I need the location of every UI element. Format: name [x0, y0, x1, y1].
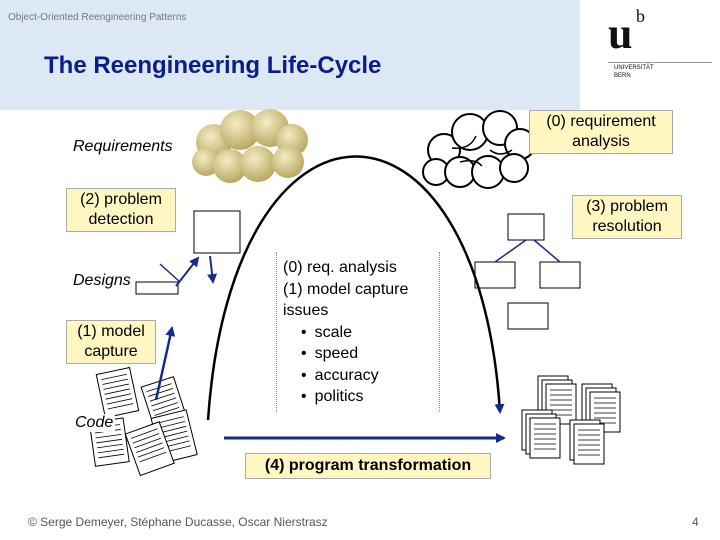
- logo-letter: u: [608, 9, 633, 58]
- issues-heading: issues: [283, 302, 329, 319]
- issues-list: scale speed accuracy politics: [283, 322, 439, 408]
- target-code-icon: [521, 375, 621, 465]
- model-capture-box: (1) model capture: [66, 320, 156, 364]
- problem-detection-box: (2) problem detection: [66, 188, 176, 232]
- page-number: 4: [692, 515, 699, 529]
- university-logo: [580, 0, 720, 110]
- legacy-design-icon: [135, 210, 241, 295]
- issue-item: scale: [301, 322, 439, 344]
- issue-item: politics: [301, 386, 439, 408]
- program-transformation-box: (4) program transformation: [245, 453, 491, 479]
- designs-label: Designs: [73, 272, 131, 289]
- model-capture-arrow: [154, 326, 176, 401]
- lifecycle-arc: [206, 155, 505, 421]
- issues-line-1: (0) req. analysis: [283, 259, 397, 276]
- target-requirements-cloud-icon: [422, 110, 536, 189]
- logo-line-2: BERN: [614, 73, 631, 79]
- logo-line-1: UNIVERSITÄT: [614, 65, 654, 71]
- issue-item: accuracy: [301, 365, 439, 387]
- logo-text: UNIVERSITÄT BERN: [614, 64, 654, 80]
- code-label: Code: [73, 414, 116, 432]
- slide-title: The Reengineering Life-Cycle: [44, 52, 382, 79]
- requirements-cloud-icon: [192, 109, 308, 183]
- requirements-label: Requirements: [73, 138, 173, 155]
- requirement-analysis-box: (0) requirement analysis: [529, 110, 673, 154]
- course-title: Object-Oriented Reengineering Patterns: [8, 12, 187, 23]
- problem-resolution-box: (3) problem resolution: [572, 195, 682, 239]
- target-design-icon: [474, 213, 581, 330]
- issues-panel: (0) req. analysis (1) model capture issu…: [276, 252, 440, 412]
- issues-line-2: (1) model capture: [283, 280, 409, 298]
- logo-superscript: b: [636, 6, 645, 26]
- footer-copyright: © Serge Demeyer, Stéphane Ducasse, Oscar…: [28, 515, 328, 529]
- logo-divider: [608, 62, 712, 63]
- issue-item: speed: [301, 343, 439, 365]
